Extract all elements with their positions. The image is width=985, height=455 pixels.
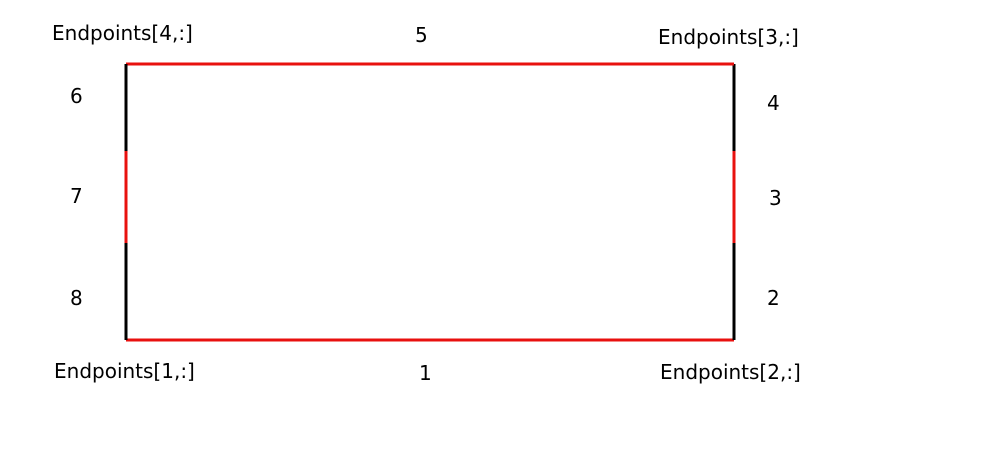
segment-4-label: 4 — [767, 91, 780, 115]
segment-6-label: 6 — [70, 84, 83, 108]
segment-8-label: 8 — [70, 286, 83, 310]
segment-2-label: 2 — [767, 286, 780, 310]
segment-1-label: 1 — [419, 361, 432, 385]
endpoint-1-label: Endpoints[1,:] — [54, 359, 195, 383]
segment-3-label: 3 — [769, 186, 782, 210]
endpoint-4-label: Endpoints[4,:] — [52, 21, 193, 45]
segment-7-label: 7 — [70, 184, 83, 208]
endpoint-2-label: Endpoints[2,:] — [660, 360, 801, 384]
endpoint-3-label: Endpoints[3,:] — [658, 25, 799, 49]
segment-5-label: 5 — [415, 23, 428, 47]
